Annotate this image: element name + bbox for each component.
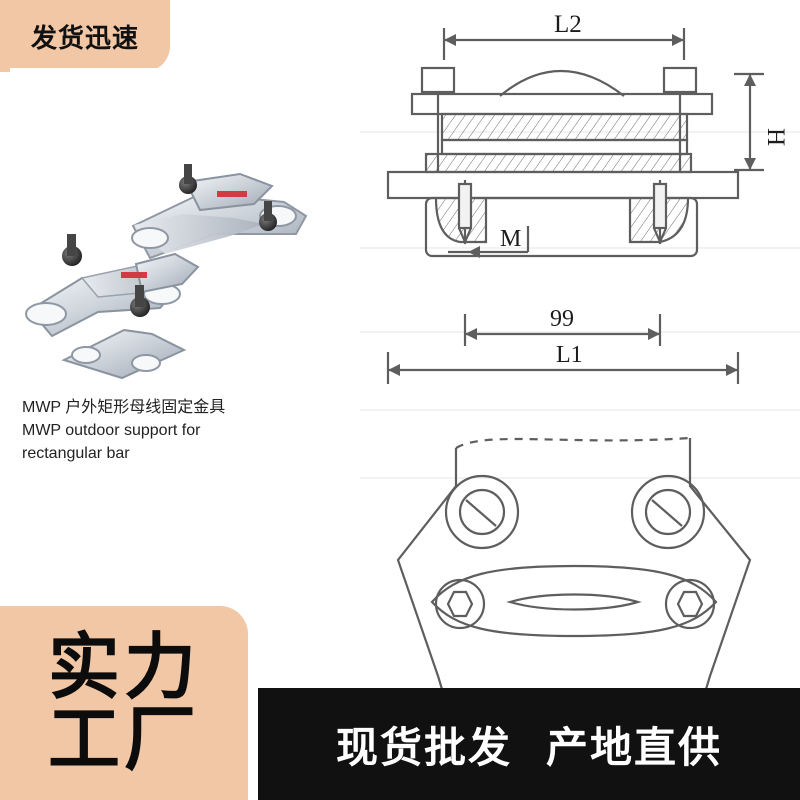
factory-strength-line-2: 工厂 [47, 697, 200, 781]
left-screw [457, 182, 473, 230]
right-nut [662, 66, 698, 94]
dimension-h-bottom-arrow [744, 158, 756, 170]
label-l2: L2 [554, 11, 582, 38]
label-99: 99 [550, 306, 574, 332]
top-plate [410, 92, 714, 116]
wholesale-banner-part-1: 现货批发 [335, 722, 512, 772]
delivery-badge-text: 发货迅速 [30, 23, 139, 54]
lower-front-plate [61, 328, 187, 380]
label-m: M [500, 226, 521, 252]
upper-clamp [440, 112, 689, 142]
plan-mid-left-ring [434, 578, 486, 630]
caption-line-english-1: MWP outdoor support for [22, 422, 201, 439]
plan-top-left-ring [444, 474, 520, 550]
label-h: H [762, 128, 789, 146]
faded-background-table [360, 131, 800, 479]
mid-gap [440, 138, 689, 156]
top-arch [499, 70, 625, 97]
left-nut [420, 66, 456, 94]
caption-line-chinese: MWP 户外矩形母线固定金具 [22, 399, 226, 416]
factory-strength-line-1: 实力 [47, 625, 200, 709]
plan-center-slot [506, 593, 642, 611]
plan-top-left-hole [458, 488, 506, 536]
plan-mid-right-nut [676, 590, 704, 618]
dimension-l1-right-arrow [726, 364, 738, 376]
support-block [424, 196, 699, 258]
dimension-m-arrow [468, 246, 480, 258]
plan-top-right-slot [651, 499, 683, 527]
dimension-l2-left-arrow [444, 34, 456, 46]
plan-mid-right-ring [664, 578, 716, 630]
dimension-l2-right-arrow [672, 34, 684, 46]
factory-strength-badge: 实力 工厂 [0, 606, 248, 800]
technical-drawing: L2 H M 99 L1 [360, 11, 800, 743]
wholesale-banner-part-2: 产地直供 [546, 722, 723, 772]
plan-dashed-top [455, 436, 691, 449]
plan-top-left-slot [465, 499, 497, 527]
wholesale-banner: 现货批发 产地直供 [258, 688, 800, 800]
rear-fitting [131, 164, 308, 260]
lower-clamp [424, 152, 693, 174]
dimension-99-left-arrow [465, 328, 477, 340]
plan-center-plate [430, 564, 718, 638]
label-l1: L1 [556, 342, 583, 368]
product-photo-card: MWP 户外矩形母线固定金具 MWP outdoor support for r… [10, 68, 342, 478]
base-plate [386, 170, 740, 200]
front-fitting [25, 234, 200, 338]
delivery-badge: 发货迅速 [0, 0, 170, 72]
left-screw-tip [457, 227, 473, 245]
right-screw-tip [652, 227, 668, 245]
caption-line-english-2: rectangular bar [22, 445, 130, 462]
dimension-99-right-arrow [648, 328, 660, 340]
plan-top-right-hole [644, 488, 692, 536]
dimension-l1-left-arrow [388, 364, 400, 376]
product-caption: MWP 户外矩形母线固定金具 MWP outdoor support for r… [22, 396, 332, 465]
right-screw [652, 182, 668, 230]
product-image [25, 164, 308, 380]
plan-top-right-ring [630, 474, 706, 550]
plan-mid-left-nut [446, 590, 474, 618]
dimension-h-top-arrow [744, 74, 756, 86]
